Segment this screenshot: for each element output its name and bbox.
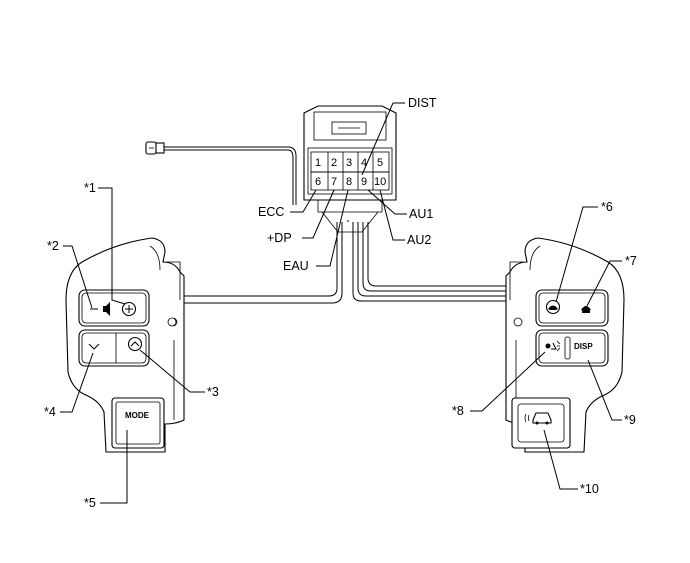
left-switch-assembly: MODE — [65, 237, 185, 453]
pin-grid: 1 2 3 4 5 6 7 8 9 10 — [310, 151, 390, 191]
callout-2: *2 — [47, 239, 59, 253]
chevron-down-icon — [88, 343, 100, 350]
pin-9: 9 — [361, 176, 367, 188]
label-dist: DIST — [408, 96, 437, 110]
connector: 1 2 3 4 5 6 7 8 9 10 — [303, 105, 397, 233]
pin-3: 3 — [346, 157, 352, 169]
callout-4: *4 — [44, 405, 56, 419]
callout-9: *9 — [624, 413, 636, 427]
disp-button-label: DISP — [574, 342, 593, 351]
voice-command-icon — [545, 340, 561, 352]
callout-3: *3 — [207, 385, 219, 399]
chevron-up-icon — [127, 336, 143, 352]
mode-button-label: MODE — [125, 411, 150, 420]
callout-8: *8 — [452, 404, 464, 418]
phone-off-hook-icon — [545, 299, 561, 315]
callout-1: *1 — [84, 181, 96, 195]
callout-leaders-left — [60, 187, 205, 504]
callout-6: *6 — [601, 200, 613, 214]
pin-4: 4 — [361, 157, 367, 169]
callout-10: *10 — [580, 482, 599, 496]
callout-5: *5 — [84, 496, 96, 510]
label-dp: +DP — [267, 231, 292, 245]
callout-7: *7 — [625, 254, 637, 268]
label-au2: AU2 — [407, 233, 431, 247]
pin-7: 7 — [331, 176, 337, 188]
phone-hang-up-icon — [581, 306, 591, 313]
pin-5: 5 — [377, 157, 383, 169]
pin-6: 6 — [315, 176, 321, 188]
pin-1: 1 — [315, 157, 321, 169]
label-eau: EAU — [283, 259, 309, 273]
vehicle-connect-icon — [524, 412, 552, 425]
label-au1: AU1 — [409, 207, 433, 221]
pin-8: 8 — [346, 176, 352, 188]
label-ecc: ECC — [258, 205, 284, 219]
plus-icon — [121, 301, 137, 317]
pin-2: 2 — [331, 157, 337, 169]
speaker-icon — [103, 302, 110, 316]
callout-leaders-right — [470, 206, 622, 490]
pin-leaders — [290, 102, 407, 267]
ground-lead — [145, 141, 297, 205]
wiring-harness — [184, 220, 510, 304]
pin-10: 10 — [374, 176, 386, 188]
